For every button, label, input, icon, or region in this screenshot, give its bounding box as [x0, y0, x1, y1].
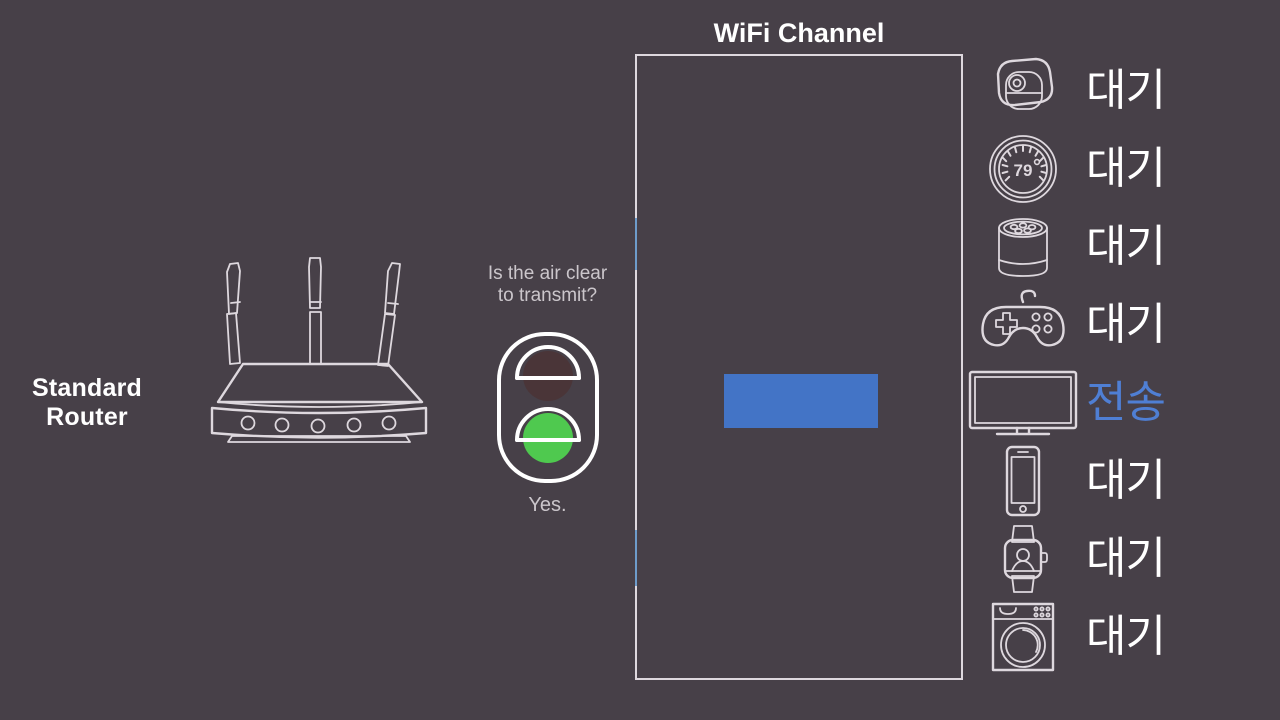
device-row-washing-machine[interactable]: 대기	[965, 598, 1280, 676]
wifi-channel-box	[635, 54, 963, 680]
device-status: 대기	[1086, 611, 1166, 662]
smartwatch-icon	[965, 520, 1080, 598]
router-label-line2: Router	[46, 403, 128, 431]
television-icon	[965, 364, 1080, 442]
device-row-thermostat[interactable]: 79 대기	[965, 130, 1280, 208]
transmit-question: Is the air clear to transmit?	[460, 263, 635, 307]
device-row-smartwatch[interactable]: 대기	[965, 520, 1280, 598]
thermostat-reading: 79	[1013, 161, 1032, 180]
device-list: 대기	[965, 52, 1280, 676]
wifi-router-icon	[170, 250, 470, 443]
transmission-block	[724, 374, 878, 428]
thermostat-icon: 79	[965, 130, 1080, 208]
device-row-security-camera[interactable]: 대기	[965, 52, 1280, 130]
transmit-question-line2: to transmit?	[497, 285, 598, 306]
channel-tick-upper	[635, 218, 637, 270]
channel-tick-lower	[635, 530, 637, 586]
device-status: 대기	[1086, 221, 1166, 272]
device-status: 대기	[1086, 533, 1166, 584]
smartphone-icon	[965, 442, 1080, 520]
device-status: 전송	[1086, 377, 1166, 428]
device-status: 대기	[1086, 299, 1166, 350]
security-camera-icon	[965, 52, 1080, 130]
channel-title: WiFi Channel	[713, 18, 885, 48]
transmit-question-line1: Is the air clear	[487, 263, 608, 284]
device-status: 대기	[1086, 65, 1166, 116]
device-row-game-controller[interactable]: 대기	[965, 286, 1280, 364]
device-status: 대기	[1086, 455, 1166, 506]
transmit-answer: Yes.	[528, 494, 567, 516]
router-label: Standard Router	[12, 374, 162, 432]
router-label-line1: Standard	[32, 374, 142, 402]
device-status: 대기	[1086, 143, 1166, 194]
device-row-smartphone[interactable]: 대기	[965, 442, 1280, 520]
traffic-light-icon	[493, 330, 603, 485]
game-controller-icon	[965, 286, 1080, 364]
washing-machine-icon	[965, 598, 1080, 676]
device-row-smart-speaker[interactable]: 대기	[965, 208, 1280, 286]
smart-speaker-icon	[965, 208, 1080, 286]
device-row-television[interactable]: 전송	[965, 364, 1280, 442]
